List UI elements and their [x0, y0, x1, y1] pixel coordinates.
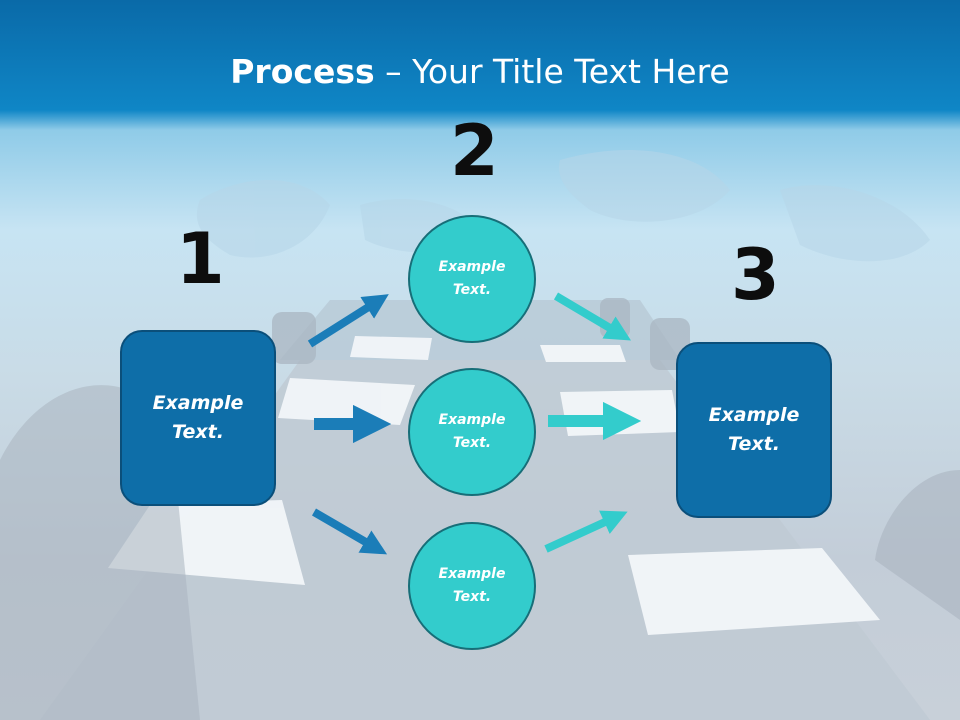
- step-2-number: 2: [450, 110, 499, 192]
- step-2-bottom-circle: Example Text.: [408, 522, 536, 650]
- arrow-top-to-3: [553, 292, 632, 341]
- step-3-number: 3: [731, 234, 780, 316]
- step-3-box: Example Text.: [676, 342, 832, 518]
- step-2-mid-label: Example Text.: [438, 412, 506, 451]
- title-rest: – Your Title Text Here: [374, 52, 730, 91]
- title-bold: Process: [230, 52, 375, 91]
- arrow-bottom-to-3: [544, 510, 628, 553]
- step-2-top-circle: Example Text.: [408, 215, 536, 343]
- arrow-1-to-bottom: [311, 508, 388, 555]
- arrow-1-to-top: [307, 294, 389, 348]
- step-3-label: Example Text.: [708, 404, 800, 455]
- step-2-bottom-label: Example Text.: [438, 566, 506, 605]
- slide-title: Process – Your Title Text Here: [0, 52, 960, 91]
- step-1-number: 1: [176, 218, 225, 300]
- step-1-label: Example Text.: [152, 392, 244, 443]
- step-1-box: Example Text.: [120, 330, 276, 506]
- step-2-mid-circle: Example Text.: [408, 368, 536, 496]
- step-2-top-label: Example Text.: [438, 259, 506, 298]
